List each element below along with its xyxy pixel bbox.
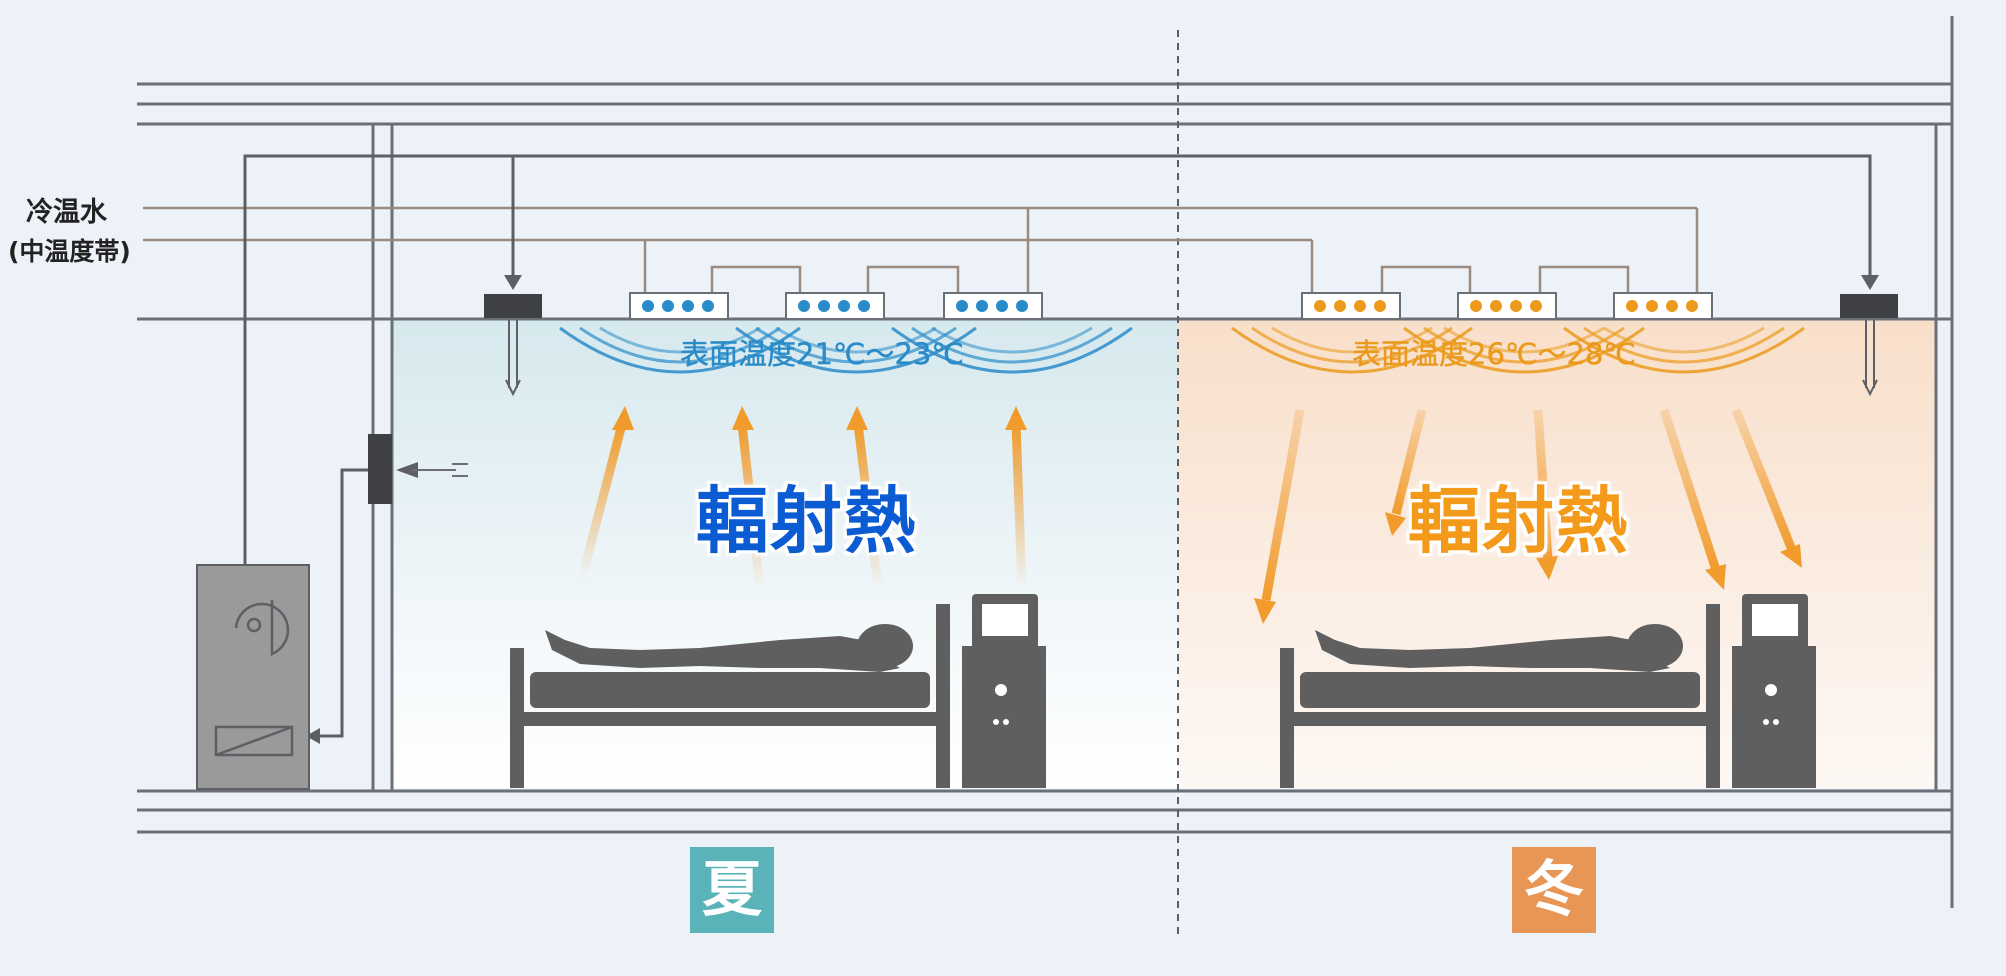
radiation-wave-arc <box>1583 326 1785 364</box>
ceiling-radiant-panel-icon <box>1457 292 1557 320</box>
ceiling-radiant-panel-icon <box>1613 292 1713 320</box>
ceiling-radiant-panel-icon <box>629 292 729 320</box>
summer-radiant-heat-label: 輻射熱 <box>696 479 919 563</box>
cold-hot-water-label: 冷温水 <box>26 197 107 228</box>
wall-damper-icon <box>368 434 468 504</box>
ceiling-radiant-panel-icon <box>785 292 885 320</box>
air-diffuser-icon <box>1840 294 1898 397</box>
mid-temperature-label: (中温度帯) <box>8 237 131 266</box>
medical-monitor-icon <box>962 594 1046 788</box>
patient-icon <box>1315 624 1683 672</box>
radiant-panels <box>629 292 1713 320</box>
winter-surface-temperature: 表面温度26℃～28℃ <box>1352 337 1636 371</box>
duct-arrowheads <box>306 275 1879 744</box>
radiation-wave-arc <box>911 326 1113 364</box>
patient-icon <box>545 624 913 672</box>
radiation-wave-arc <box>1603 326 1765 354</box>
radiation-wave-arc <box>599 326 761 354</box>
summer-heat-arrows <box>577 422 1027 589</box>
wards <box>510 594 1816 788</box>
radiation-wave-arc <box>1231 326 1473 374</box>
summer-surface-temperature: 表面温度21℃～23℃ <box>680 337 964 371</box>
radiation-wave-arc <box>1271 326 1433 354</box>
winter-radiant-heat-label: 輻射熱 <box>1408 479 1631 563</box>
ceiling-radiant-panel-icon <box>943 292 1043 320</box>
summer-arrowheads <box>612 406 1027 430</box>
air-handling-unit-icon <box>196 564 310 790</box>
radiation-wave-arc <box>579 326 781 364</box>
water-pipes <box>143 206 1699 292</box>
radiation-wave-arc <box>1423 326 1625 364</box>
bed-icon <box>1280 604 1720 788</box>
medical-monitor-icon <box>1732 594 1816 788</box>
radiation-wave-arc <box>1403 326 1645 374</box>
ceiling-radiant-panel-icon <box>1301 292 1401 320</box>
bed-icon <box>510 604 950 788</box>
summer-badge: 夏 <box>690 847 774 933</box>
air-diffuser-icon <box>484 294 542 397</box>
radiation-wave-arc <box>891 326 1133 374</box>
radiation-wave-arc <box>755 326 957 364</box>
radiation-wave-arc <box>775 326 937 354</box>
radiation-wave-arc <box>1563 326 1805 374</box>
winter-arrowheads <box>1254 512 1802 624</box>
winter-badge: 冬 <box>1512 847 1596 933</box>
air-ducts <box>243 154 1872 738</box>
radiation-wave-arc <box>931 326 1093 354</box>
winter-heat-arrows <box>1261 408 1797 601</box>
radiation-wave-arc <box>1443 326 1605 354</box>
radiation-waves <box>559 326 1805 374</box>
